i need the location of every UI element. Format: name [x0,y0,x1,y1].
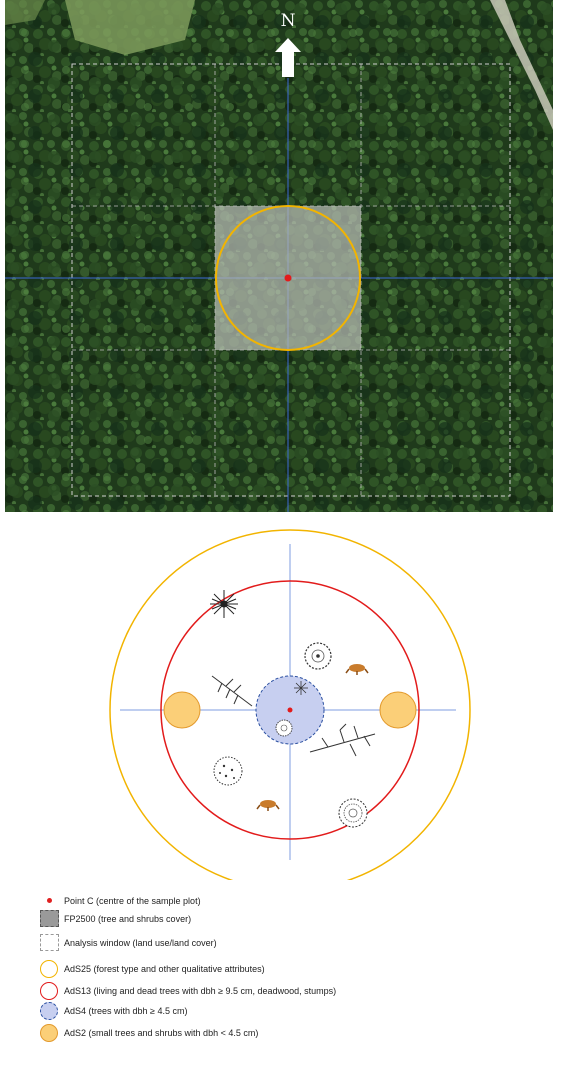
aerial-photo-panel: N [5,0,553,512]
legend-label: AdS4 (trees with dbh ≥ 4.5 cm) [64,1006,188,1016]
deadwood-branch-icon [309,723,376,757]
ads2-circle-west [163,691,201,729]
shrub-icon [338,798,368,828]
meadow-area [65,0,195,55]
legend-label: Point C (centre of the sample plot) [64,896,201,906]
shrub-icon [213,756,243,786]
north-label: N [281,11,296,31]
legend-label: FP2500 (tree and shrubs cover) [64,914,192,924]
ads13-ring [160,580,420,840]
legend-item-ads2: AdS2 (small trees and shrubs with dbh < … [38,1024,258,1042]
plot-scheme-diagram [109,529,471,880]
legend-item-analysis-window: Analysis window (land use/land cover) [38,934,217,952]
legend-item-ads4: AdS4 (trees with dbh ≥ 4.5 cm) [38,1002,188,1020]
legend-label: Analysis window (land use/land cover) [64,938,217,948]
legend-item-ads25: AdS25 (forest type and other qualitative… [38,960,265,978]
shrub-icon [275,719,293,737]
red-circle-icon [38,982,62,1000]
north-arrow-icon [275,38,301,77]
legend-item-ads13: AdS13 (living and dead trees with dbh ≥ … [38,982,336,1000]
grey-square-icon [38,910,62,928]
stump-icon [345,664,369,675]
tree-crown-icon [210,590,238,618]
center-point [287,707,293,713]
dashed-square-icon [38,934,62,952]
legend-label: AdS2 (small trees and shrubs with dbh < … [64,1028,259,1038]
stump-icon [256,800,280,811]
ads25-circle [215,205,361,351]
deadwood-branch-icon [211,675,253,707]
shrub-icon [304,642,332,670]
red-dot-icon [38,892,62,910]
ads2-circle-east [379,691,417,729]
ads25-ring [109,529,471,880]
point-c [284,274,292,282]
legend-item-fp2500: FP2500 (tree and shrubs cover) [38,910,191,928]
legend-item-point-c: Point C (centre of the sample plot) [38,892,201,910]
blue-circle-icon [38,1002,62,1020]
yellow-circle-icon [38,960,62,978]
legend-label: AdS13 (living and dead trees with dbh ≥ … [64,986,337,996]
legend-label: AdS25 (forest type and other qualitative… [64,964,265,974]
orange-circle-icon [38,1024,62,1042]
small-tree-icon [294,681,308,695]
